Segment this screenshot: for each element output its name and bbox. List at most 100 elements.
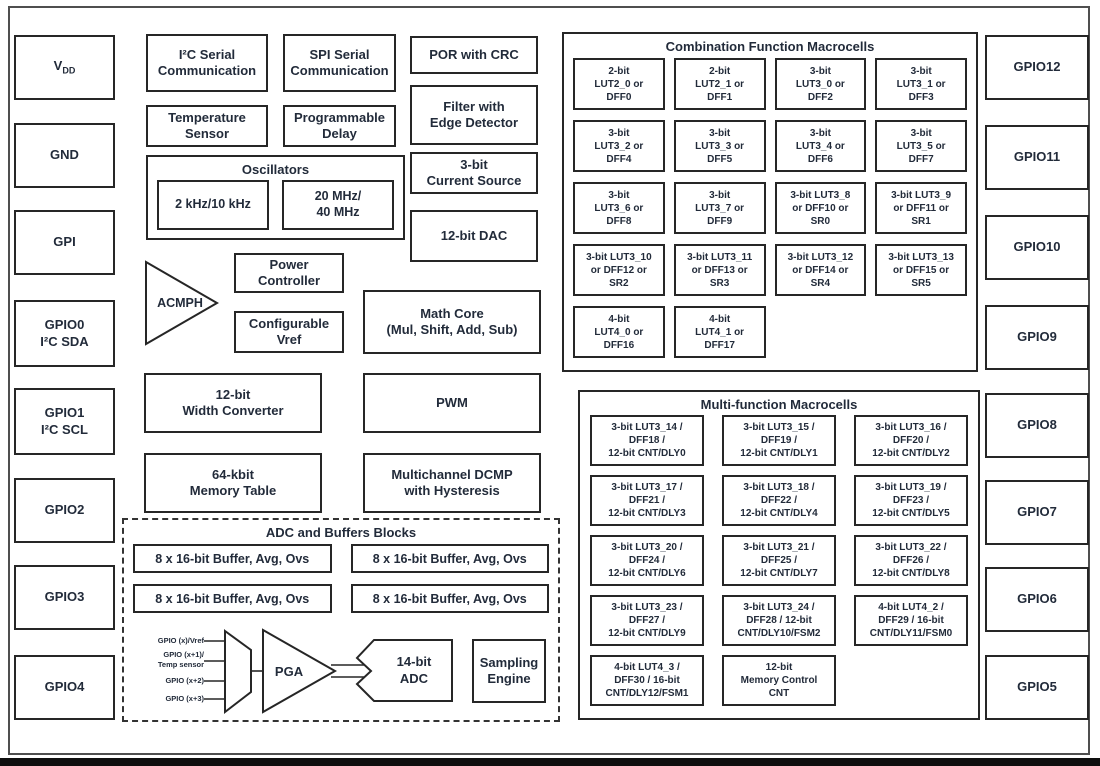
pin-label: GND bbox=[50, 147, 79, 163]
block-pwm: PWM bbox=[363, 373, 541, 433]
adc-input-label: GPIO (x+2) bbox=[165, 676, 204, 685]
macrocell: 3-bit LUT3_21 / DFF25 / 12-bit CNT/DLY7 bbox=[722, 535, 836, 586]
macrocell: 3-bit LUT3_13 or DFF15 or SR5 bbox=[875, 244, 967, 296]
block-current-source: 3-bit Current Source bbox=[410, 152, 538, 194]
pin-label: GPIO9 bbox=[1017, 329, 1057, 345]
macrocell: 3-bit LUT3_0 or DFF2 bbox=[774, 58, 867, 110]
pin-label: GPIO7 bbox=[1017, 504, 1057, 520]
oscillators-row: 2 kHz/10 kHz 20 MHz/ 40 MHz bbox=[148, 177, 403, 230]
adc-input-label: GPIO (x+1)/ Temp sensor bbox=[157, 650, 204, 670]
pin-gpio0-sda: GPIO0 I²C SDA bbox=[14, 300, 115, 367]
block-por-crc: POR with CRC bbox=[410, 36, 538, 74]
macrocell: 3-bit LUT3_19 / DFF23 / 12-bit CNT/DLY5 bbox=[854, 475, 968, 526]
pin-gpio6: GPIO6 bbox=[985, 567, 1089, 632]
pin-label: GPIO3 bbox=[44, 589, 85, 605]
macrocell: 4-bit LUT4_1 or DFF17 bbox=[673, 306, 766, 358]
block-sampling-engine: Sampling Engine bbox=[472, 639, 546, 703]
pin-gpio1-scl: GPIO1 I²C SCL bbox=[14, 388, 115, 455]
block-power-controller: Power Controller bbox=[234, 253, 344, 293]
macrocell: 2-bit LUT2_1 or DFF1 bbox=[673, 58, 766, 110]
pin-label: GPIO1 I²C SCL bbox=[41, 405, 88, 437]
pga-label: PGA bbox=[274, 664, 304, 679]
macrocell: 3-bit LUT3_17 / DFF21 / 12-bit CNT/DLY3 bbox=[590, 475, 704, 526]
adc-buffers-grid: 8 x 16-bit Buffer, Avg, Ovs 8 x 16-bit B… bbox=[124, 540, 558, 613]
group-adc-buffers: ADC and Buffers Blocks 8 x 16-bit Buffer… bbox=[122, 518, 560, 722]
macrocell: 3-bit LUT3_15 / DFF19 / 12-bit CNT/DLY1 bbox=[722, 415, 836, 466]
buffer-block: 8 x 16-bit Buffer, Avg, Ovs bbox=[133, 584, 332, 613]
block-configurable-vref: Configurable Vref bbox=[234, 311, 344, 353]
pin-gpio7: GPIO7 bbox=[985, 480, 1089, 545]
pin-label: GPIO11 bbox=[1013, 149, 1061, 165]
pin-vdd-sub: DD bbox=[62, 65, 76, 76]
acmph-label: ACMPH bbox=[157, 296, 203, 310]
oscillators-title: Oscillators bbox=[241, 162, 310, 177]
adc-input-label: GPIO (x)/Vref bbox=[157, 636, 204, 645]
macrocell: 4-bit LUT4_2 / DFF29 / 16-bit CNT/DLY11/… bbox=[854, 595, 968, 646]
macrocell: 3-bit LUT3_24 / DFF28 / 12-bit CNT/DLY10… bbox=[722, 595, 836, 646]
pin-gpio12: GPIO12 bbox=[985, 35, 1089, 100]
block-osc-high: 20 MHz/ 40 MHz bbox=[282, 180, 394, 230]
multifunction-macrocells-grid: 3-bit LUT3_14 / DFF18 / 12-bit CNT/DLY0 … bbox=[580, 412, 978, 716]
macrocell: 3-bit LUT3_16 / DFF20 / 12-bit CNT/DLY2 bbox=[854, 415, 968, 466]
adc-buffers-title: ADC and Buffers Blocks bbox=[265, 525, 417, 540]
block-spi-serial: SPI Serial Communication bbox=[283, 34, 396, 92]
multifunction-macrocells-title: Multi-function Macrocells bbox=[700, 397, 858, 412]
macrocell: 3-bit LUT3_9 or DFF11 or SR1 bbox=[875, 182, 967, 234]
pin-label: GPIO10 bbox=[1013, 239, 1061, 255]
combination-macrocells-grid: 2-bit LUT2_0 or DFF0 2-bit LUT2_1 or DFF… bbox=[564, 54, 976, 367]
block-osc-low: 2 kHz/10 kHz bbox=[157, 180, 269, 230]
buffer-block: 8 x 16-bit Buffer, Avg, Ovs bbox=[133, 544, 332, 573]
group-combination-macrocells: Combination Function Macrocells 2-bit LU… bbox=[562, 32, 978, 372]
pin-gpio5: GPIO5 bbox=[985, 655, 1089, 720]
pin-label: GPIO0 I²C SDA bbox=[40, 317, 89, 349]
adc-input-label: GPIO (x+3) bbox=[165, 694, 204, 703]
buffer-block: 8 x 16-bit Buffer, Avg, Ovs bbox=[350, 544, 549, 573]
macrocell: 12-bit Memory Control CNT bbox=[722, 655, 836, 706]
pin-label: GPIO2 bbox=[44, 502, 85, 518]
macrocell: 3-bit LUT3_20 / DFF24 / 12-bit CNT/DLY6 bbox=[590, 535, 704, 586]
adc-label: 14-bit ADC bbox=[396, 654, 432, 686]
block-filter-edge-detector: Filter with Edge Detector bbox=[410, 85, 538, 145]
pin-label: GPIO8 bbox=[1017, 417, 1057, 433]
macrocell: 4-bit LUT4_0 or DFF16 bbox=[573, 306, 665, 358]
pin-gpio10: GPIO10 bbox=[985, 215, 1089, 280]
macrocell: 3-bit LUT3_1 or DFF3 bbox=[875, 58, 967, 110]
macrocell: 3-bit LUT3_2 or DFF4 bbox=[573, 120, 665, 172]
macrocell: 3-bit LUT3_18 / DFF22 / 12-bit CNT/DLY4 bbox=[722, 475, 836, 526]
pin-label: GPIO5 bbox=[1017, 679, 1057, 695]
block-programmable-delay: Programmable Delay bbox=[283, 105, 396, 147]
block-width-converter: 12-bit Width Converter bbox=[144, 373, 322, 433]
page-bottom-rule bbox=[0, 758, 1100, 766]
pin-vdd-base: V bbox=[53, 58, 63, 74]
pin-label: VDD bbox=[54, 58, 76, 77]
pin-vdd: VDD bbox=[14, 35, 115, 100]
macrocell: 2-bit LUT2_0 or DFF0 bbox=[573, 58, 665, 110]
macrocell: 3-bit LUT3_11 or DFF13 or SR3 bbox=[673, 244, 766, 296]
pin-label: GPIO12 bbox=[1013, 59, 1061, 75]
block-i2c-serial: I²C Serial Communication bbox=[146, 34, 268, 92]
pin-gpio3: GPIO3 bbox=[14, 565, 115, 630]
pin-gpio8: GPIO8 bbox=[985, 393, 1089, 458]
block-memory-table: 64-kbit Memory Table bbox=[144, 453, 322, 513]
macrocell: 3-bit LUT3_5 or DFF7 bbox=[875, 120, 967, 172]
macrocell: 3-bit LUT3_14 / DFF18 / 12-bit CNT/DLY0 bbox=[590, 415, 704, 466]
block-temperature-sensor: Temperature Sensor bbox=[146, 105, 268, 147]
pin-label: GPI bbox=[53, 234, 76, 250]
macrocell: 3-bit LUT3_4 or DFF6 bbox=[774, 120, 867, 172]
macrocell: 3-bit LUT3_3 or DFF5 bbox=[673, 120, 766, 172]
block-12bit-dac: 12-bit DAC bbox=[410, 210, 538, 262]
block-math-core: Math Core (Mul, Shift, Add, Sub) bbox=[363, 290, 541, 354]
group-multifunction-macrocells: Multi-function Macrocells 3-bit LUT3_14 … bbox=[578, 390, 980, 720]
combination-macrocells-title: Combination Function Macrocells bbox=[665, 39, 875, 54]
pin-gnd: GND bbox=[14, 123, 115, 188]
macrocell: 3-bit LUT3_10 or DFF12 or SR2 bbox=[573, 244, 665, 296]
pin-gpio11: GPIO11 bbox=[985, 125, 1089, 190]
macrocell: 3-bit LUT3_6 or DFF8 bbox=[573, 182, 665, 234]
block-multichannel-dcmp: Multichannel DCMP with Hysteresis bbox=[363, 453, 541, 513]
buffer-block: 8 x 16-bit Buffer, Avg, Ovs bbox=[350, 584, 549, 613]
macrocell: 3-bit LUT3_12 or DFF14 or SR4 bbox=[774, 244, 867, 296]
pin-label: GPIO4 bbox=[44, 679, 85, 695]
macrocell: 3-bit LUT3_7 or DFF9 bbox=[673, 182, 766, 234]
pin-gpi: GPI bbox=[14, 210, 115, 275]
